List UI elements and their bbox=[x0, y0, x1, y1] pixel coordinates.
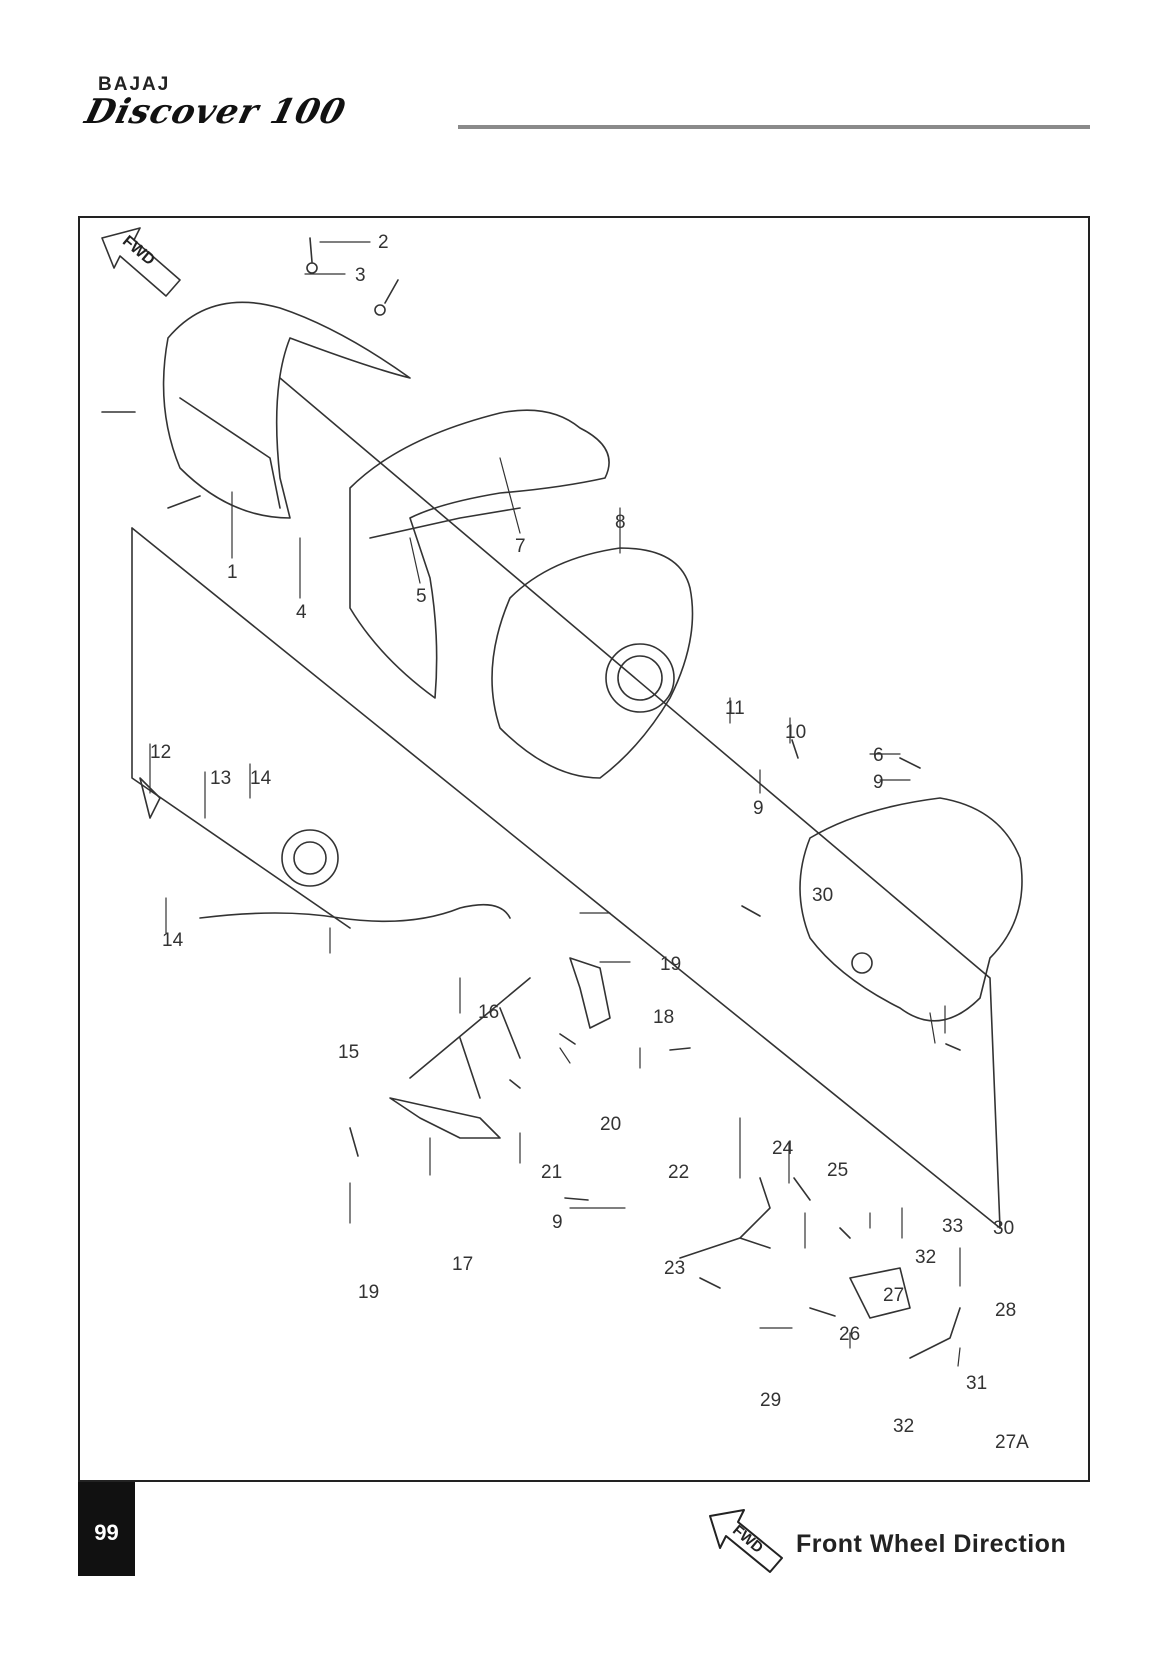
callout-label: 22 bbox=[668, 1162, 689, 1183]
callout-label: 14 bbox=[250, 768, 272, 789]
leader-lines bbox=[149, 241, 961, 1367]
callout-label: 17 bbox=[452, 1254, 473, 1275]
callout-label: 5 bbox=[416, 586, 427, 607]
callout-label: 25 bbox=[827, 1160, 848, 1181]
callout-label: 14 bbox=[162, 930, 184, 951]
callout-label: 20 bbox=[600, 1114, 621, 1135]
callout-label: 13 bbox=[210, 768, 231, 789]
callout-label: 4 bbox=[296, 602, 307, 623]
callout-label: 1 bbox=[227, 562, 238, 583]
diagram-frame bbox=[78, 216, 1090, 1482]
fwd-arrow-icon: FWD bbox=[709, 1509, 783, 1573]
callout-label: 9 bbox=[873, 772, 884, 793]
callout-label: 26 bbox=[839, 1324, 860, 1345]
part-visor bbox=[162, 301, 411, 519]
callout-label: 32 bbox=[893, 1416, 914, 1437]
page-number: 99 bbox=[78, 1482, 135, 1576]
callout-label: 29 bbox=[760, 1390, 781, 1411]
part-bracket-24 bbox=[679, 1177, 771, 1259]
callout-label: 15 bbox=[338, 1042, 359, 1063]
callout-label: 23 bbox=[664, 1258, 685, 1279]
callout-label: 31 bbox=[966, 1373, 987, 1394]
callout-label: 24 bbox=[772, 1138, 794, 1159]
part-bracket-27 bbox=[849, 1267, 911, 1319]
callout-label: 30 bbox=[993, 1218, 1014, 1239]
part-lower-housing bbox=[799, 797, 1023, 1022]
callout-label: 8 bbox=[615, 512, 626, 533]
exploded-parts-diagram: 1 2 3 4 5 6 7 8 9 9 9 10 11 12 13 14 14 … bbox=[101, 227, 1029, 1453]
part-wiring-harness bbox=[199, 903, 511, 923]
part-bracket-16 bbox=[409, 977, 531, 1099]
brand-name: BAJAJ bbox=[98, 74, 171, 95]
callout-label: 30 bbox=[812, 885, 833, 906]
callout-label: 28 bbox=[995, 1300, 1016, 1321]
part-bracket-27a bbox=[909, 1307, 961, 1359]
fwd-arrow-icon bbox=[101, 227, 181, 297]
fasteners bbox=[101, 237, 961, 1317]
callout-label: 9 bbox=[753, 798, 764, 819]
callout-label: 9 bbox=[552, 1212, 563, 1233]
callout-label: 18 bbox=[653, 1007, 674, 1028]
part-bracket-17 bbox=[389, 1097, 501, 1139]
callout-label: 27A bbox=[995, 1432, 1029, 1453]
callout-label: 32 bbox=[915, 1247, 936, 1268]
callout-label: 21 bbox=[541, 1162, 562, 1183]
callout-label: 12 bbox=[150, 742, 171, 763]
callout-label: 33 bbox=[942, 1216, 963, 1237]
callout-label: 19 bbox=[660, 954, 681, 975]
callout-label: 16 bbox=[478, 1002, 499, 1023]
callout-label: 2 bbox=[378, 232, 389, 253]
callout-label: 19 bbox=[358, 1282, 379, 1303]
part-bracket-18 bbox=[569, 957, 611, 1029]
callout-label: 10 bbox=[785, 722, 806, 743]
callout-label: 11 bbox=[725, 698, 745, 719]
header-rule bbox=[458, 125, 1090, 129]
callout-label: 6 bbox=[873, 745, 884, 766]
callout-label: 7 bbox=[515, 536, 526, 557]
callout-label: 27 bbox=[883, 1285, 904, 1306]
callout-label: 3 bbox=[355, 265, 366, 286]
part-upper-shell bbox=[349, 409, 610, 699]
legend-text: Front Wheel Direction bbox=[796, 1530, 1067, 1558]
model-logo: Discover 100 bbox=[81, 92, 351, 132]
